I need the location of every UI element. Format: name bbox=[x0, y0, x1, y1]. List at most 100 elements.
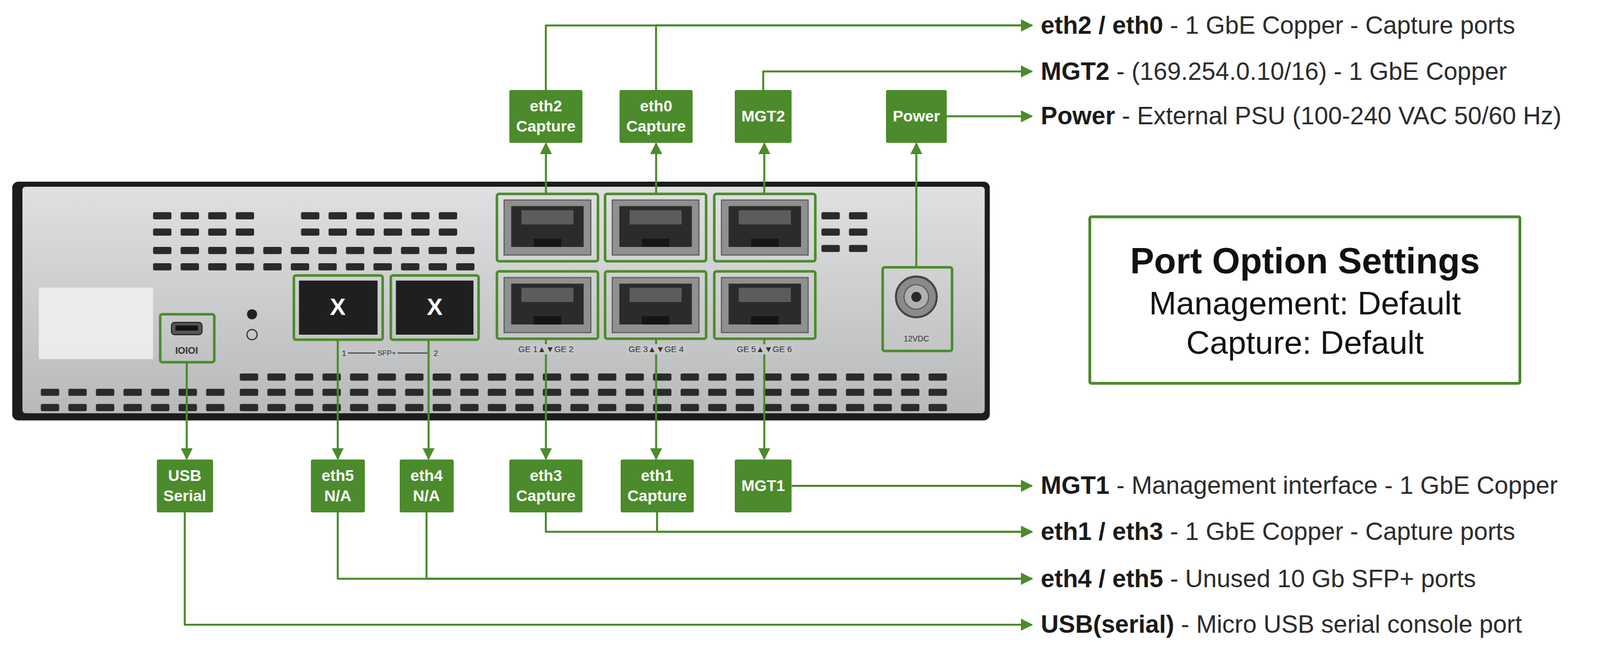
vent-slot bbox=[180, 246, 200, 255]
vent-slot bbox=[680, 388, 700, 396]
port-detail: - External PSU (100-240 VAC 50/60 Hz) bbox=[1114, 101, 1562, 130]
port-key: Power bbox=[1040, 101, 1115, 130]
vent-slot bbox=[455, 263, 475, 271]
vent-slot bbox=[383, 228, 402, 236]
sfp-port bbox=[299, 280, 378, 335]
port-name: MGT1 bbox=[741, 475, 786, 496]
vent-slot bbox=[240, 373, 259, 381]
vent-slot bbox=[235, 263, 255, 271]
vent-slot bbox=[873, 388, 893, 396]
vent-slot bbox=[152, 246, 172, 255]
port-name: eth2 Capture bbox=[516, 96, 576, 138]
vent-slot bbox=[41, 403, 60, 411]
vent-slot bbox=[821, 228, 840, 236]
port-label-box: eth5 N/A bbox=[310, 459, 365, 513]
port-number: 2 bbox=[431, 347, 440, 359]
leader-arrow bbox=[544, 339, 548, 459]
vent-slot bbox=[235, 246, 255, 255]
vent-slot bbox=[791, 388, 810, 396]
vent-slot bbox=[383, 211, 402, 220]
port-label-box: eth4 N/A bbox=[399, 459, 454, 513]
leader-arrow bbox=[427, 339, 431, 459]
vent-slot bbox=[123, 403, 143, 411]
vent-slot bbox=[373, 246, 392, 255]
port-label-box: USB Serial bbox=[156, 459, 214, 513]
rj45-port bbox=[604, 193, 707, 262]
leader-arrow bbox=[654, 143, 658, 194]
port-description: eth4 / eth5 - Unused 10 Gb SFP+ ports bbox=[1040, 563, 1476, 594]
rj45-port bbox=[714, 271, 816, 340]
leader-arrow bbox=[545, 25, 1032, 90]
vent-slot bbox=[848, 211, 868, 220]
vent-slot bbox=[818, 403, 838, 411]
vent-slot bbox=[763, 403, 783, 411]
leader-arrow bbox=[791, 484, 1032, 487]
port-marking: GE 1▲▼GE 2 bbox=[516, 344, 576, 355]
vent-slot bbox=[300, 228, 320, 236]
vent-slot bbox=[487, 373, 507, 381]
vent-slot bbox=[290, 246, 310, 255]
vent-slot bbox=[178, 388, 198, 396]
port-description: Power - External PSU (100-240 VAC 50/60 … bbox=[1040, 101, 1562, 131]
vent-slot bbox=[570, 403, 590, 411]
vent-slot bbox=[290, 263, 310, 271]
vent-slot bbox=[400, 246, 420, 255]
vent-slot bbox=[235, 228, 255, 236]
vent-slot bbox=[625, 373, 645, 381]
port-detail: - Micro USB serial console port bbox=[1174, 609, 1523, 638]
port-name: USB Serial bbox=[163, 465, 207, 507]
usb-port-outline bbox=[160, 314, 215, 363]
vent-slot bbox=[901, 388, 920, 396]
vent-slot bbox=[152, 228, 172, 236]
rj45-port bbox=[604, 271, 707, 340]
vent-slot bbox=[455, 246, 475, 255]
port-key: eth2 / eth0 bbox=[1040, 11, 1164, 39]
leader-arrow bbox=[763, 143, 766, 194]
power-jack-outline bbox=[882, 267, 952, 351]
leader-arrow bbox=[184, 512, 1033, 625]
vent-slot bbox=[928, 373, 948, 381]
vent-slot bbox=[345, 246, 365, 255]
vent-slot bbox=[818, 388, 838, 396]
vent-slot bbox=[763, 373, 783, 381]
vent-slot bbox=[928, 388, 948, 396]
vent-slot bbox=[123, 388, 143, 396]
vent-slot bbox=[438, 228, 458, 236]
vent-slot bbox=[328, 228, 347, 236]
leader-arrow bbox=[763, 339, 766, 459]
vent-slot bbox=[460, 403, 479, 411]
vent-slot bbox=[377, 403, 397, 411]
vent-slot bbox=[328, 211, 347, 220]
port-label-box: eth2 Capture bbox=[509, 89, 583, 143]
vent-slot bbox=[405, 373, 424, 381]
unused-mark: X bbox=[426, 292, 443, 322]
vents bbox=[41, 211, 948, 411]
sfp-port bbox=[395, 280, 474, 335]
usb-slot bbox=[175, 325, 198, 331]
port-detail: - (169.254.0.10/16) - 1 GbE Copper bbox=[1109, 57, 1508, 85]
port-detail: - Management interface - 1 GbE Copper bbox=[1109, 471, 1558, 499]
vent-slot bbox=[295, 403, 314, 411]
leader-arrow bbox=[185, 362, 188, 459]
vent-slot bbox=[377, 373, 397, 381]
vent-slot bbox=[598, 388, 617, 396]
vent-slot bbox=[515, 388, 535, 396]
sfp-port-outline bbox=[390, 275, 479, 340]
vent-slot bbox=[598, 403, 617, 411]
vent-slot bbox=[318, 246, 337, 255]
port-detail: - Unused 10 Gb SFP+ ports bbox=[1163, 564, 1476, 592]
vent-slot bbox=[821, 244, 840, 252]
port-description: MGT1 - Management interface - 1 GbE Copp… bbox=[1040, 470, 1558, 501]
vent-slot bbox=[846, 388, 865, 396]
port-description: eth1 / eth3 - 1 GbE Copper - Capture por… bbox=[1040, 516, 1516, 547]
sticker bbox=[38, 287, 153, 360]
vent-slot bbox=[821, 211, 840, 220]
vent-slot bbox=[350, 403, 369, 411]
port-label-box: eth1 Capture bbox=[620, 459, 694, 513]
port-description: eth2 / eth0 - 1 GbE Copper - Capture por… bbox=[1040, 10, 1516, 41]
vent-slot bbox=[400, 263, 420, 271]
vent-slot bbox=[460, 373, 479, 381]
port-name: MGT2 bbox=[741, 106, 786, 127]
unused-mark: X bbox=[330, 292, 346, 322]
